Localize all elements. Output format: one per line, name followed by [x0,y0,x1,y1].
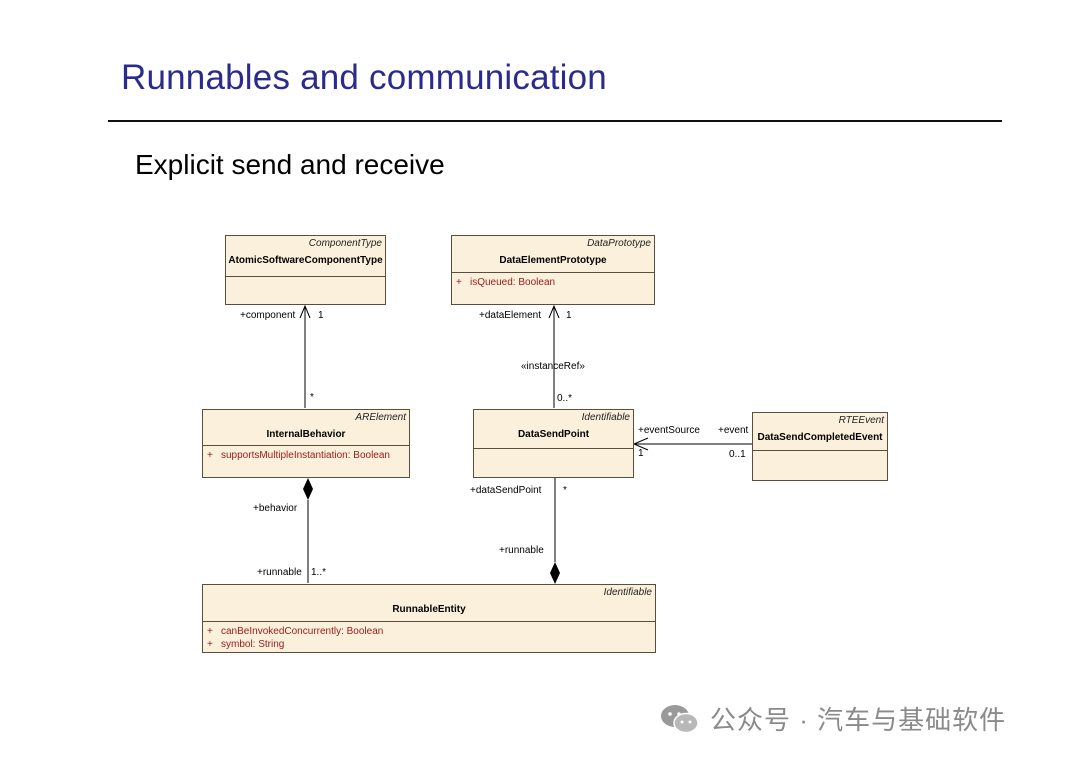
class-name: AtomicSoftwareComponentType [228,255,383,266]
label-dataelement-role: +dataElement [479,310,541,321]
label-runnable-mult-left: 1..* [311,567,327,578]
label-event-mult: 0..1 [729,449,746,460]
attribute-row: +supportsMultipleInstantiation: Boolean [207,450,390,461]
watermark-text: 公众号 · 汽车与基础软件 [710,705,1007,735]
composition-behavior-diamond [303,478,313,500]
composition-datasend-diamond [550,562,560,584]
stereotype-label: Identifiable [603,587,652,598]
attribute-row: +canBeInvokedConcurrently: Boolean [207,626,384,637]
class-data-send-point[interactable]: Identifiable DataSendPoint [473,409,634,478]
label-internal-mult: * [310,392,314,403]
label-runnable-role-right: +runnable [499,545,544,556]
label-component-role: +component [240,310,296,321]
stereotype-label: Identifiable [581,412,630,423]
label-datasendpoint-role: +dataSendPoint [470,485,542,496]
label-datasend-mult-top: 0..* [557,393,573,404]
assoc-component-arrowhead [299,304,311,319]
label-component-mult: 1 [318,310,324,321]
label-event-source-mult: 1 [638,448,644,459]
stereotype-label: ComponentType [308,238,382,249]
page-subtitle: Explicit send and receive [135,149,445,180]
class-name: DataSendCompletedEvent [757,432,883,443]
label-instance-ref: «instanceRef» [521,361,585,372]
label-runnable-role-left: +runnable [257,567,302,578]
class-data-send-completed-event[interactable]: RTEEvent DataSendCompletedEvent [752,412,888,481]
wechat-icon [661,704,699,733]
class-name: RunnableEntity [392,604,466,615]
label-dataelement-mult: 1 [566,310,572,321]
stereotype-label: RTEEvent [838,415,884,426]
watermark: 公众号 · 汽车与基础软件 [660,700,1006,737]
page-title: Runnables and communication [121,58,607,97]
label-datasendpoint-mult: * [563,485,567,496]
stereotype-label: DataPrototype [587,238,651,249]
attribute-row: +symbol: String [207,639,285,650]
class-internal-behavior[interactable]: ARElement InternalBehavior +supportsMult… [202,409,410,478]
assoc-dataelement-arrowhead [548,304,560,319]
class-name: DataElementPrototype [499,255,607,266]
class-runnable-entity[interactable]: Identifiable RunnableEntity +canBeInvoke… [202,584,656,653]
class-data-element-prototype[interactable]: DataPrototype DataElementPrototype +isQu… [451,235,655,305]
title-divider [108,120,1002,122]
attribute-row: +isQueued: Boolean [456,277,556,288]
label-event-source: +eventSource [638,425,700,436]
class-atomic-software-component-type[interactable]: ComponentType AtomicSoftwareComponentTyp… [225,235,386,305]
assoc-event-arrowhead [632,437,649,451]
label-behavior-role: +behavior [253,503,298,514]
stereotype-label: ARElement [355,412,406,423]
label-event-role: +event [718,425,749,436]
class-name: InternalBehavior [266,429,346,440]
class-name: DataSendPoint [517,429,590,440]
